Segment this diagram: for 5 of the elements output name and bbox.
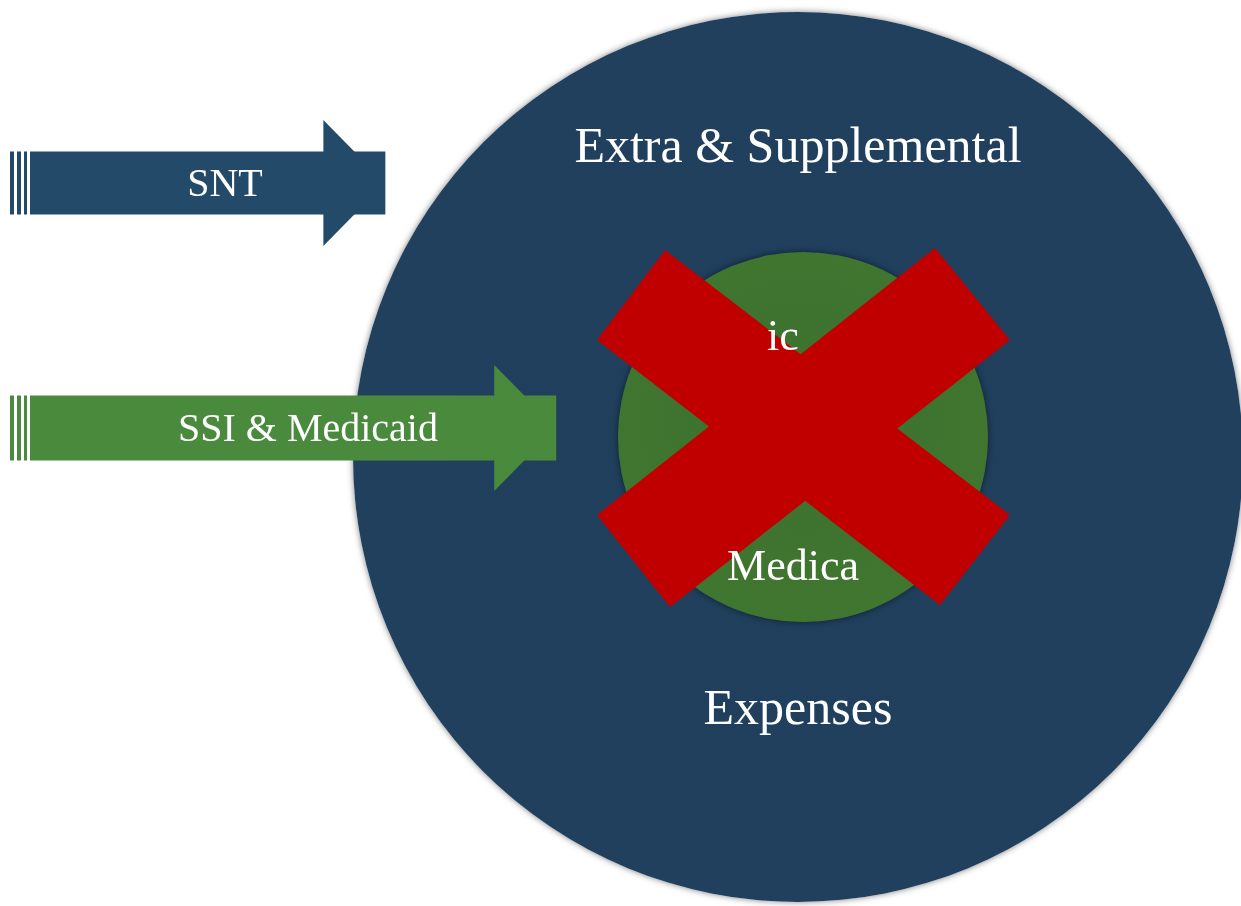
block-arrow <box>10 365 557 491</box>
circle-text: Medica <box>727 544 859 588</box>
edge-label: SNT <box>187 163 263 203</box>
edge-label: SSI & Medicaid <box>178 408 438 448</box>
block-arrow <box>10 120 386 246</box>
